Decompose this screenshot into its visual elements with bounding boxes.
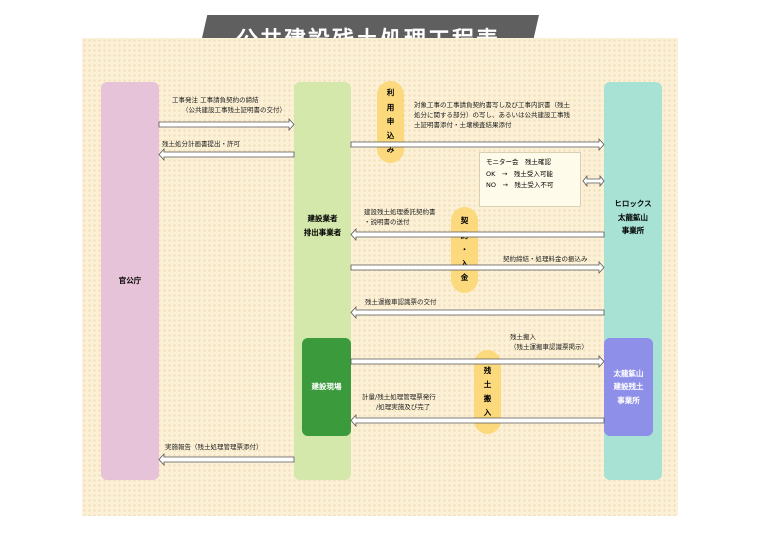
- phase-contract-char: 金: [460, 273, 469, 283]
- label-measurement-line2: /処理実施及び完了: [376, 403, 431, 412]
- phase-contract: 契 約 ・ 入 金: [451, 207, 478, 293]
- phase-contract-char: 契: [460, 216, 469, 226]
- label-application-line3: 土証明書添付・土壌検査結果添付: [414, 121, 512, 130]
- phase-application: 利 用 申 込 み: [377, 81, 404, 163]
- label-measurement-line1: 計量/残土処理管理票発行: [362, 393, 436, 401]
- government-label: 官公庁: [118, 276, 142, 286]
- arrow-vehicle-tag: [350, 305, 605, 320]
- phase-delivery-char: 残: [483, 365, 492, 375]
- label-measurement: 計量/残土処理管理票発行 /処理実施及び完了: [362, 392, 436, 412]
- construction-site-label: 建設現場: [311, 382, 342, 392]
- label-contract-docs: 建設残土処理委託契約書 ・説明書の送付: [364, 207, 436, 227]
- phase-delivery-char: 入: [483, 408, 492, 418]
- arrow-disposal-plan: [158, 147, 295, 162]
- contractor-label-line1: 建設業者: [307, 214, 338, 223]
- mine-label-line3: 事業所: [617, 395, 640, 405]
- label-application-line2: 処分に関する部分）の写し、あるいは公共建設工事残: [414, 111, 570, 120]
- company-label: ヒロックス 太龍鉱山 事業所: [604, 197, 662, 238]
- label-disposal-plan: 残土処分計画書提出・許可: [162, 140, 240, 148]
- mine-label-line2: 建設残土: [613, 382, 644, 392]
- arrow-award-contract: [158, 117, 295, 132]
- arrow-soil-delivery: [350, 354, 605, 369]
- phase-application-char: 申: [386, 116, 395, 126]
- company-label-line3: 事業所: [621, 226, 645, 235]
- contractor-label-line2: 排出事業者: [303, 227, 342, 237]
- arrow-contract-docs: [350, 227, 605, 242]
- company-label-line2: 太龍鉱山: [618, 212, 648, 222]
- phase-application-char: み: [386, 145, 395, 155]
- label-delivery-line2: （残土運搬車認識票掲示）: [510, 343, 588, 352]
- arrow-application: [350, 137, 605, 152]
- monitor-ok: OK → 残土受入可能: [486, 169, 553, 178]
- label-delivery-line1: 残土搬入: [510, 333, 536, 341]
- phase-application-char: 用: [386, 102, 395, 112]
- phase-application-char: 込: [386, 131, 395, 141]
- monitor-title: モニター会 残土確認: [486, 158, 551, 166]
- label-payment: 契約締結・処理料金の振込み: [503, 255, 588, 263]
- label-award-line1: 工事発注 工事請負契約の締結: [172, 96, 259, 104]
- label-vehicle-tag: 残土運搬車認識票の交付: [365, 298, 437, 306]
- arrow-payment: [350, 260, 605, 275]
- contractor-label: 建設業者 排出事業者: [294, 212, 351, 239]
- label-contract-line2: ・説明書の送付: [364, 218, 410, 227]
- arrow-report: [158, 452, 295, 467]
- construction-site-box: 建設現場: [302, 338, 351, 436]
- arrow-monitor: [582, 174, 605, 188]
- label-contract-line1: 建設残土処理委託契約書: [364, 208, 436, 216]
- company-label-line1: ヒロックス: [614, 199, 652, 208]
- phase-delivery-char: 搬: [483, 394, 492, 403]
- government-column: 官公庁: [101, 82, 159, 480]
- arrow-measurement: [350, 413, 605, 428]
- label-soil-delivery: 残土搬入 （残土運搬車認識票掲示）: [510, 332, 588, 352]
- label-award-contract: 工事発注 工事請負契約の締結 （公共建設工事残土証明書の交付）: [172, 95, 286, 115]
- label-application: 対象工事の工事請負契約書写し及び工事内訳書（残土 処分に関する部分）の写し、ある…: [414, 100, 570, 130]
- label-award-line2: （公共建設工事残土証明書の交付）: [182, 106, 286, 115]
- mine-office-box: 太龍鉱山 建設残土 事業所: [604, 338, 653, 436]
- phase-contract-char: 入: [460, 259, 469, 269]
- phase-contract-char: ・: [460, 244, 469, 254]
- phase-application-char: 利: [386, 88, 395, 98]
- mine-label-line1: 太龍鉱山: [613, 368, 644, 378]
- monitor-no: NO → 残土受入不可: [486, 181, 554, 190]
- label-report: 実施報告（残土処理管理票添付）: [165, 443, 263, 451]
- label-application-line1: 対象工事の工事請負契約書写し及び工事内訳書（残土: [414, 101, 570, 109]
- monitor-box: モニター会 残土確認 OK → 残土受入可能 NO → 残土受入不可: [479, 152, 581, 207]
- phase-delivery-char: 土: [483, 379, 492, 389]
